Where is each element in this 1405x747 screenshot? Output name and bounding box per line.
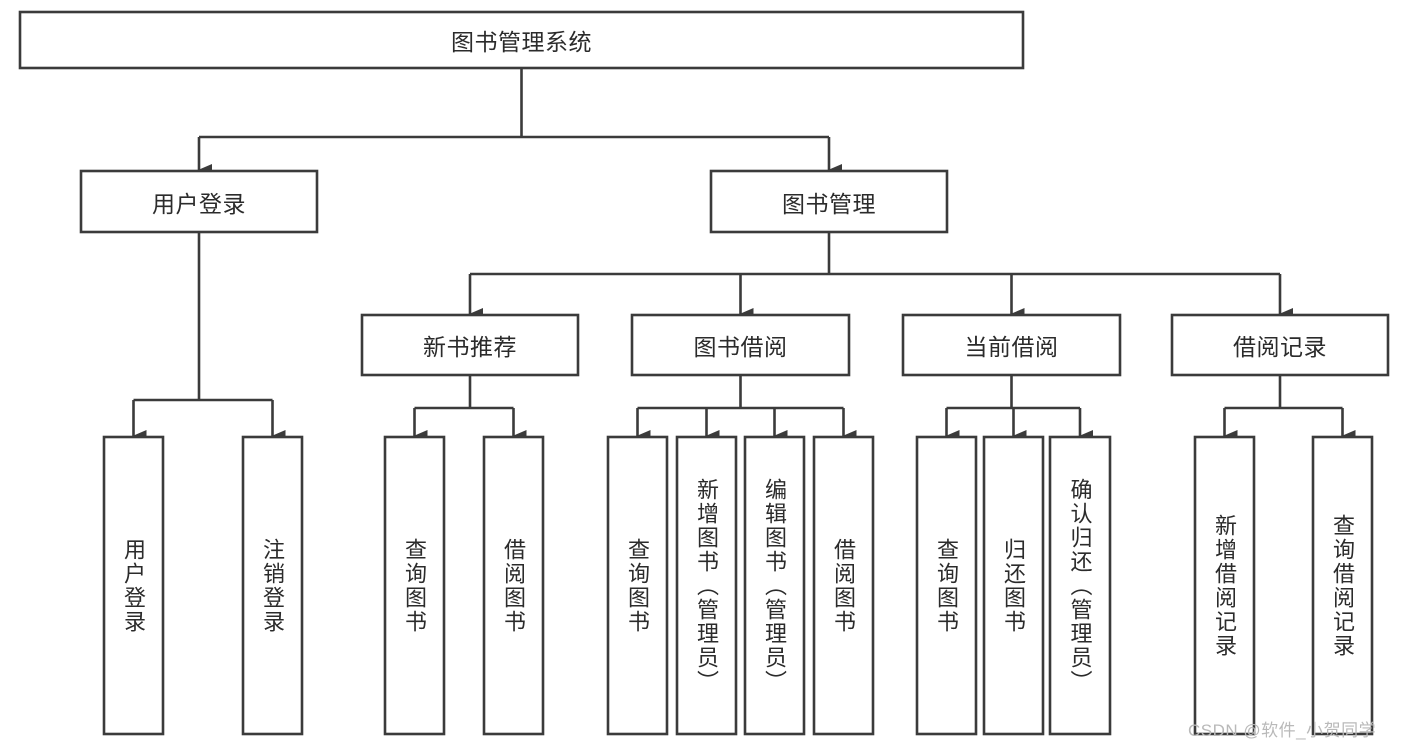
node-box-leaf-borrow-add-book[interactable] xyxy=(675,435,738,736)
node-box-user-login[interactable] xyxy=(79,169,319,234)
node-box-book-borrow[interactable] xyxy=(630,313,851,377)
node-box-book-manage[interactable] xyxy=(709,169,949,234)
node-box-current-borrow[interactable] xyxy=(901,313,1122,377)
node-box-leaf-user-logout[interactable] xyxy=(241,435,304,736)
node-box-leaf-rec-borrow-book[interactable] xyxy=(482,435,545,736)
boxes-layer xyxy=(18,10,1390,736)
node-box-borrow-record[interactable] xyxy=(1170,313,1390,377)
node-box-leaf-current-query-book[interactable] xyxy=(915,435,978,736)
node-box-leaf-borrow-edit-book[interactable] xyxy=(743,435,806,736)
node-box-leaf-current-confirm-return[interactable] xyxy=(1048,435,1112,736)
node-box-leaf-borrow-query-book[interactable] xyxy=(606,435,669,736)
node-box-root[interactable] xyxy=(18,10,1025,70)
watermark-text: CSDN @软件_小贺同学 xyxy=(1188,721,1377,740)
node-box-leaf-record-add[interactable] xyxy=(1193,435,1256,736)
connectors-layer xyxy=(132,68,1356,442)
node-box-leaf-record-query[interactable] xyxy=(1311,435,1374,736)
node-box-leaf-current-return-book[interactable] xyxy=(982,435,1045,736)
node-box-leaf-user-login[interactable] xyxy=(102,435,165,736)
node-box-new-book-rec[interactable] xyxy=(360,313,580,377)
node-box-leaf-rec-query-book[interactable] xyxy=(383,435,446,736)
node-box-leaf-borrow-borrow-book[interactable] xyxy=(812,435,875,736)
